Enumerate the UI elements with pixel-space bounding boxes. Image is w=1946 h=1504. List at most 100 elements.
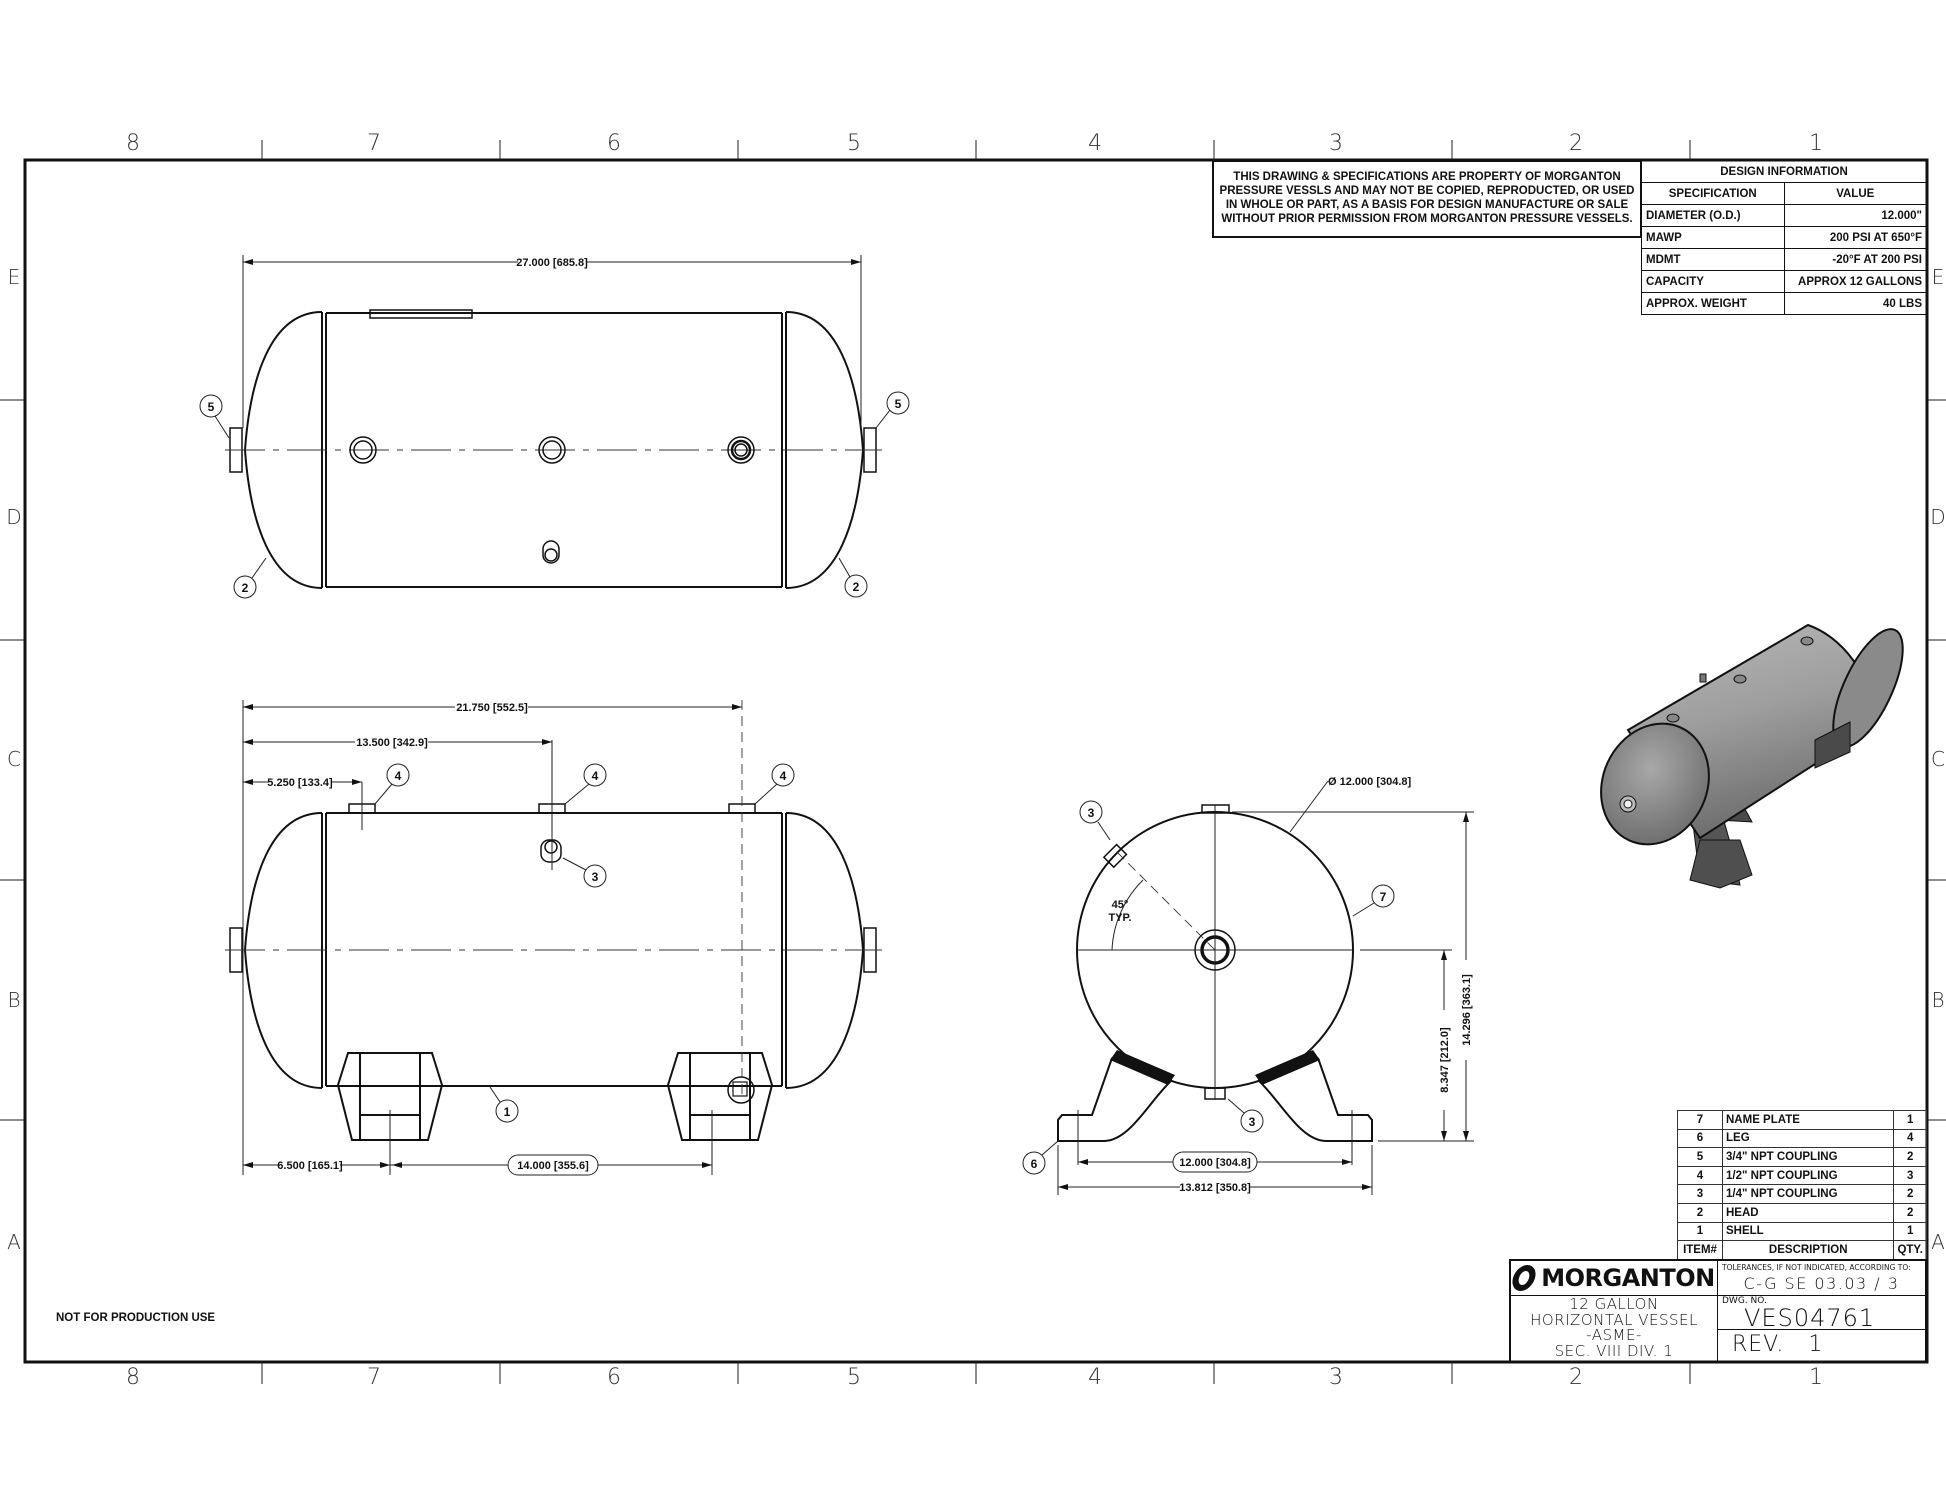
bom-desc: LEG [1721,1128,1895,1149]
svg-text:4: 4 [780,769,787,783]
svg-text:1: 1 [1809,131,1823,156]
zone-labels-top: 8 7 6 5 4 3 2 1 [126,131,1823,156]
zone-ticks [0,140,1946,1384]
bom-qty: 3 [1893,1165,1927,1186]
end-view: Ø 12.000 [304.8] 45° TYP. 14.296 [363.1]… [1022,776,1474,1195]
revision: REV. 1 [1732,1332,1824,1357]
design-spec: CAPACITY [1641,270,1785,293]
bom-item: 7 [1677,1110,1723,1130]
svg-text:8.347 [212.0]: 8.347 [212.0] [1439,1027,1451,1093]
bom-item: 5 [1677,1147,1723,1167]
logo-mark-icon [1509,1265,1539,1291]
bom-desc: HEAD [1721,1202,1895,1223]
svg-text:5: 5 [847,1365,861,1390]
dwg-no-label: DWG. NO. [1722,1296,1767,1306]
bom-qty: 2 [1893,1184,1927,1204]
design-spec: DIAMETER (O.D.) [1641,204,1785,227]
tolerance-label: TOLERANCES, IF NOT INDICATED, ACCORDING … [1722,1263,1911,1272]
title-line: 12 GALLON [1569,1295,1659,1313]
svg-text:3: 3 [1329,131,1343,156]
bom-qty: 1 [1893,1110,1927,1130]
bom-item: 2 [1677,1202,1723,1223]
svg-text:A: A [1931,1230,1945,1254]
bom-item: 3 [1677,1184,1723,1204]
not-for-production-note: NOT FOR PRODUCTION USE [56,1312,216,1324]
svg-text:Ø 12.000 [304.8]: Ø 12.000 [304.8] [1328,776,1412,788]
bom-desc: 3/4" NPT COUPLING [1721,1147,1895,1167]
logo-text: MORGANTON [1541,1264,1715,1292]
tolerance-value: C-G SE 03.03 / 3 [1743,1274,1900,1293]
svg-text:B: B [7,988,20,1012]
svg-text:3: 3 [1329,1365,1343,1390]
design-spec: APPROX. WEIGHT [1641,292,1785,315]
svg-text:B: B [1931,988,1944,1012]
design-row: MDMT-20°F AT 200 PSI [1641,248,1927,271]
bom-qty: 1 [1893,1221,1927,1242]
design-row: DIAMETER (O.D.)12.000" [1641,204,1927,227]
design-info-title: DESIGN INFORMATION [1641,160,1927,183]
svg-text:21.750 [552.5]: 21.750 [552.5] [456,702,528,714]
svg-text:E: E [8,265,21,289]
design-spec: MAWP [1641,226,1785,249]
svg-text:3: 3 [1249,1115,1256,1129]
svg-text:6: 6 [607,131,621,156]
svg-text:D: D [6,505,21,529]
svg-text:13.500 [342.9]: 13.500 [342.9] [356,737,428,749]
bom-item: 1 [1677,1221,1723,1242]
svg-text:D: D [1930,505,1945,529]
svg-text:C: C [7,747,21,771]
title-line: HORIZONTAL VESSEL [1530,1310,1698,1329]
svg-text:5: 5 [208,400,215,414]
bom-desc: 1/4" NPT COUPLING [1721,1184,1895,1204]
svg-text:2: 2 [853,580,860,594]
svg-text:27.000 [685.8]: 27.000 [685.8] [516,257,588,269]
design-col-spec: SPECIFICATION [1641,182,1785,205]
bom-qty: 2 [1893,1202,1927,1223]
drawing-title: 12 GALLON HORIZONTAL VESSEL -ASME- SEC. … [1511,1295,1718,1363]
zone-labels-bottom: 8 7 6 5 4 3 2 1 [126,1365,1823,1390]
design-value: APPROX 12 GALLONS [1783,270,1927,293]
svg-text:7: 7 [1380,890,1387,904]
company-logo: MORGANTON [1509,1261,1718,1296]
bom-item: 4 [1677,1165,1723,1186]
design-value: 200 PSI AT 650°F [1783,226,1927,249]
svg-text:1: 1 [504,1105,511,1119]
svg-text:14.296 [363.1]: 14.296 [363.1] [1461,974,1473,1046]
svg-text:8: 8 [126,1365,140,1390]
zone-labels-left: E D C B A [6,265,21,1254]
svg-text:1: 1 [1809,1365,1823,1390]
svg-text:4: 4 [592,769,599,783]
tolerance-cell: TOLERANCES, IF NOT INDICATED, ACCORDING … [1718,1261,1925,1296]
svg-text:8: 8 [126,131,140,156]
svg-text:7: 7 [367,131,381,156]
bom-col-item: ITEM# [1677,1240,1723,1260]
property-notice-text: THIS DRAWING & SPECIFICATIONS ARE PROPER… [1219,171,1635,225]
svg-text:2: 2 [1569,131,1583,156]
drawing-number-cell: DWG. NO. VES04761 [1718,1295,1925,1330]
svg-text:14.000 [355.6]: 14.000 [355.6] [517,1160,589,1172]
title-line: -ASME- [1586,1326,1642,1344]
bom-item: 6 [1677,1128,1723,1149]
isometric-view [1600,623,1904,889]
bom-desc: SHELL [1721,1221,1895,1242]
front-view: 21.750 [552.5] 13.500 [342.9] 5.250 [133… [225,700,882,1176]
bom-col-desc: DESCRIPTION [1721,1240,1895,1260]
design-value: -20°F AT 200 PSI [1783,248,1927,271]
svg-text:13.812 [350.8]: 13.812 [350.8] [1179,1182,1251,1194]
svg-text:12.000 [304.8]: 12.000 [304.8] [1179,1157,1251,1169]
svg-text:C: C [1931,747,1945,771]
title-line: SEC. VIII DIV. 1 [1554,1341,1674,1360]
svg-text:4: 4 [1088,1365,1102,1390]
svg-text:TYP.: TYP. [1108,912,1131,924]
svg-text:5: 5 [895,397,902,411]
